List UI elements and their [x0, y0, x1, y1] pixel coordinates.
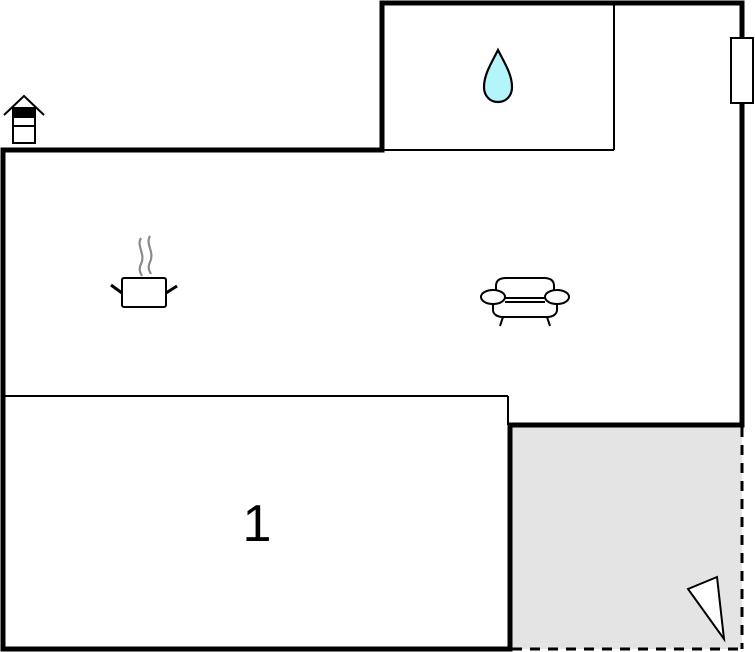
window-icon	[730, 37, 754, 104]
interior-walls	[3, 3, 615, 425]
sofa-icon	[480, 277, 570, 327]
terrace-dashed-border	[512, 427, 744, 651]
water-drop-icon	[482, 47, 514, 104]
viewpoint-triangle-icon	[686, 575, 726, 643]
room-label-1: 1	[242, 495, 272, 553]
entrance-house-icon	[3, 94, 45, 144]
cooking-pot-icon	[110, 235, 178, 308]
